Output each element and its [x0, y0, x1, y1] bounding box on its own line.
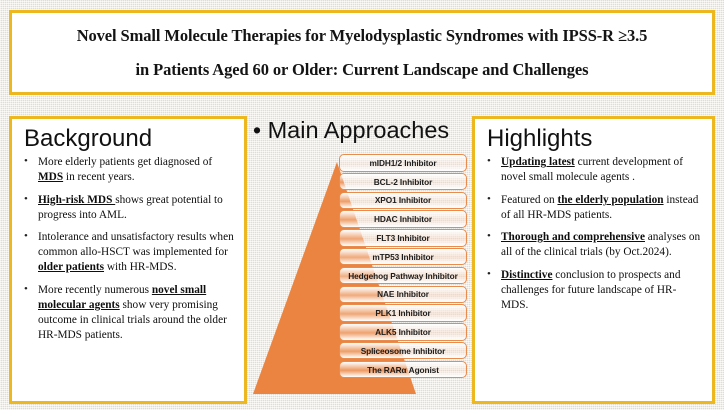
highlights-bullet-text-run: Featured on [501, 193, 558, 206]
highlights-bullet-item: Featured on the elderly population inste… [486, 192, 702, 223]
background-bullet-text-run: novel small molecular agents [38, 283, 207, 311]
background-bullet-text-run: More elderly patients get diagnosed of [38, 156, 213, 169]
background-bullet-item: More elderly patients get diagnosed of M… [23, 154, 234, 185]
approach-label-box[interactable]: FLT3 Inhibitor [339, 229, 467, 247]
highlights-bullet-text-run: analyses on all of the clinical trials (… [501, 231, 701, 259]
highlights-panel-heading: Highlights [487, 125, 593, 152]
poster-title-box: Novel Small Molecule Therapies for Myelo… [9, 10, 715, 95]
background-bullet-item: More recently numerous novel small molec… [23, 282, 234, 343]
highlights-bullet-text-run: conclusion to prospects and challenges f… [501, 268, 681, 311]
highlights-bullet-list: Updating latest current development of n… [475, 154, 712, 313]
background-bullet-item: Intolerance and unsatisfactory results w… [23, 229, 234, 275]
highlights-bullet-item: Distinctive conclusion to prospects and … [486, 267, 702, 313]
highlights-panel: Highlights Updating latest current devel… [472, 116, 715, 404]
approach-label-box[interactable]: NAE Inhibitor [339, 285, 467, 304]
background-bullet-item: High-risk MDS shows great potential to p… [23, 192, 234, 223]
page-title-line-2: in Patients Aged 60 or Older: Current La… [135, 59, 589, 79]
page-title-line-1: Novel Small Molecule Therapies for Myelo… [76, 26, 648, 46]
highlights-bullet-item: Updating latest current development of n… [486, 154, 702, 185]
approach-label-box[interactable]: HDAC Inhibitor [339, 210, 467, 228]
approach-label-text: The RARα Agonist [367, 364, 439, 375]
background-bullet-text-run: with HR-MDS. [104, 261, 177, 274]
background-bullet-text-run: More recently numerous [38, 283, 152, 296]
bullet-glyph-icon: • [253, 117, 262, 143]
approach-label-text: BCL-2 Inhibitor [373, 176, 433, 187]
approach-label-box[interactable]: ALK5 Inhibitor [339, 323, 467, 341]
background-bullet-text-run: Intolerance and unsatisfactory results w… [38, 231, 234, 259]
approach-label-box[interactable]: Spliceosome Inhibitor [339, 341, 467, 360]
background-bullet-text-run: High-risk MDS [38, 193, 116, 206]
main-approaches-heading: • Main Approaches [253, 117, 449, 144]
highlights-bullet-text-run: current development of novel small molec… [501, 156, 683, 184]
approach-label-text: mTP53 Inhibitor [372, 251, 434, 262]
background-bullet-text-run: older patients [38, 261, 105, 274]
highlights-bullet-text-run: Distinctive [501, 268, 553, 281]
approach-label-text: XPO1 Inhibitor [374, 195, 432, 206]
background-bullet-text-run: show very promising outcome in clinical … [38, 298, 227, 341]
approach-label-box[interactable]: mIDH1/2 Inhibitor [339, 154, 467, 172]
approach-label-box[interactable]: Hedgehog Pathway Inhibitor [339, 266, 467, 285]
highlights-bullet-text-run: Thorough and comprehensive [501, 231, 645, 244]
approach-label-box[interactable]: PLK1 Inhibitor [339, 304, 467, 322]
background-bullet-text-run: in recent years. [63, 171, 135, 184]
highlights-bullet-text-run: the elderly population [557, 193, 664, 206]
background-panel: Background More elderly patients get dia… [9, 116, 247, 404]
highlights-bullet-text-run: instead of all HR-MDS patients. [501, 193, 699, 221]
approach-label-text: FLT3 Inhibitor [376, 232, 430, 243]
approach-label-text: HDAC Inhibitor [373, 214, 433, 225]
approach-label-box[interactable]: XPO1 Inhibitor [339, 191, 467, 210]
background-bullet-text-run: shows great potential to progress into A… [38, 193, 223, 221]
approach-label-text: Spliceosome Inhibitor [360, 345, 446, 356]
approach-label-text: PLK1 Inhibitor [375, 308, 431, 319]
approach-label-text: ALK5 Inhibitor [375, 326, 431, 337]
main-approaches-heading-label: Main Approaches [267, 117, 450, 143]
approach-label-text: NAE Inhibitor [377, 289, 429, 300]
approach-label-box[interactable]: The RARα Agonist [339, 360, 467, 379]
approach-label-text: Hedgehog Pathway Inhibitor [348, 270, 458, 281]
approach-label-text: mIDH1/2 Inhibitor [369, 157, 437, 168]
highlights-bullet-item: Thorough and comprehensive analyses on a… [486, 229, 702, 260]
background-panel-heading: Background [24, 125, 153, 152]
background-bullet-text-run: MDS [38, 171, 64, 184]
highlights-bullet-text-run: Updating latest [501, 156, 575, 169]
approach-label-box[interactable]: BCL-2 Inhibitor [339, 172, 467, 191]
approach-label-box[interactable]: mTP53 Inhibitor [339, 247, 467, 266]
background-bullet-list: More elderly patients get diagnosed of M… [12, 154, 244, 343]
